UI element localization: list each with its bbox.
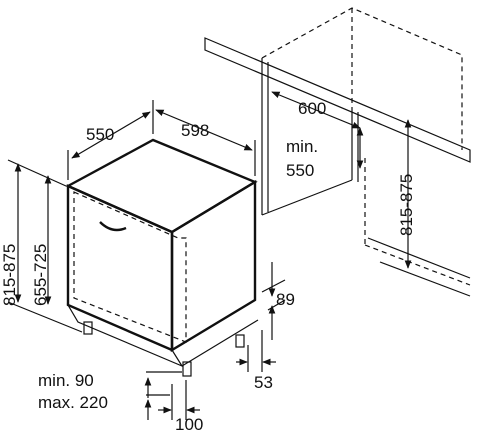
- label-foot-min: min. 90: [38, 371, 94, 390]
- body-dimension-lines: [7, 100, 286, 420]
- label-niche-depth-min: min.: [286, 137, 318, 156]
- label-niche-width-600: 600: [298, 99, 326, 118]
- dishwasher-body: [65, 138, 259, 377]
- installation-niche: [204, 7, 471, 297]
- label-niche-height: 815-875: [397, 174, 416, 236]
- label-body-height: 655-725: [31, 244, 50, 306]
- label-foot-max: max. 220: [38, 393, 108, 412]
- label-foot-offset: 100: [175, 415, 203, 434]
- dimension-labels: 550 598 600 min. 550 815-875 815-875 655…: [0, 99, 416, 434]
- label-depth-550: 550: [86, 125, 114, 144]
- label-width-598: 598: [181, 121, 209, 140]
- label-total-height: 815-875: [0, 244, 19, 306]
- label-plinth-depth: 53: [254, 373, 273, 392]
- label-plinth-height: 89: [276, 290, 295, 309]
- label-niche-depth-550: 550: [286, 161, 314, 180]
